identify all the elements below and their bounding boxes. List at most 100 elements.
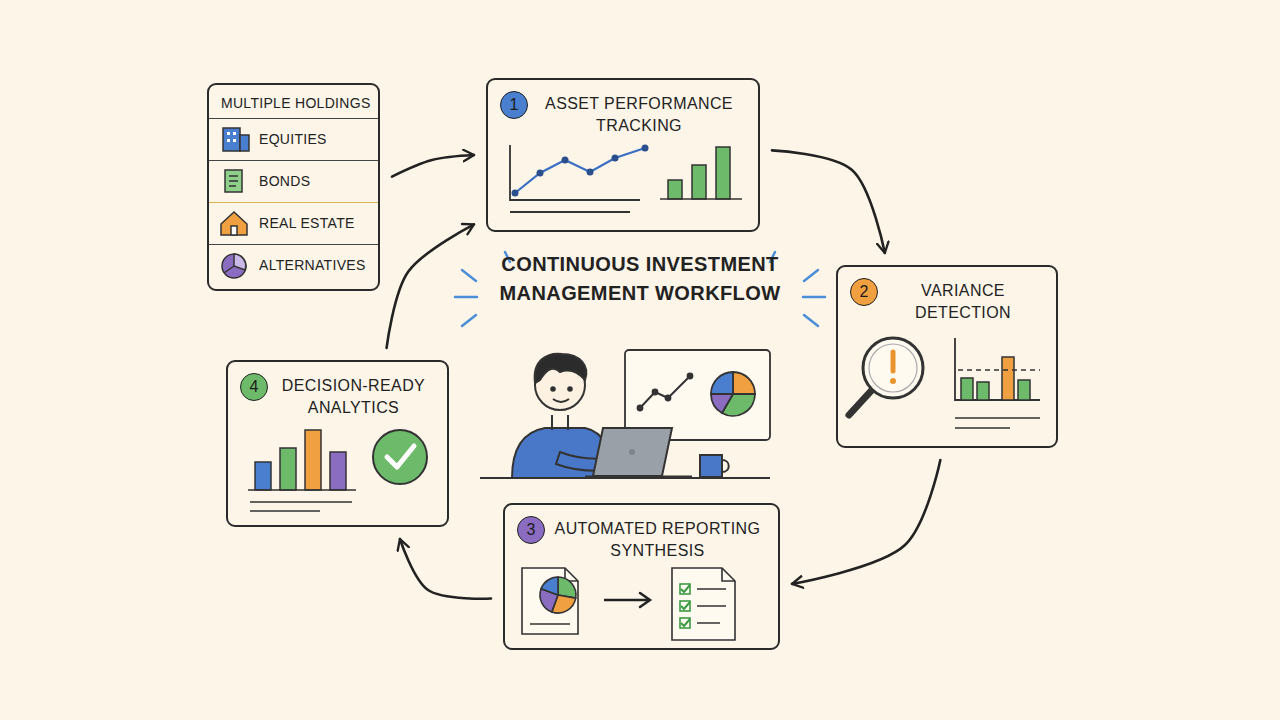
flow-connector: [392, 155, 474, 177]
desk-line: [480, 477, 770, 479]
chart-dot: [512, 145, 649, 197]
variance-chart: [955, 338, 1040, 428]
real-estate-icon: [231, 226, 237, 235]
flow-connector: [400, 539, 491, 599]
report-document: [522, 568, 578, 634]
display-board: [640, 376, 690, 408]
callout-number: 2: [850, 278, 878, 306]
person-figure: [535, 354, 587, 383]
bar-chart: [660, 198, 742, 200]
line-chart: [515, 148, 645, 193]
flow-arrow: [640, 593, 650, 607]
holding-row: ALTERNATIVES: [209, 244, 378, 291]
display-board: [625, 350, 770, 440]
equities-icon: [223, 128, 249, 151]
callout-number: 1: [500, 91, 528, 119]
bar-chart: [668, 180, 682, 199]
process-box: 2VARIANCE DETECTION: [836, 265, 1058, 448]
laptop: [629, 449, 635, 455]
holding-row: EQUITIES: [209, 118, 378, 165]
checklist-document: [681, 585, 690, 626]
laptop: [593, 428, 672, 476]
person-figure: [553, 399, 569, 402]
analytics-chart: [305, 430, 321, 490]
diagram-title: CONTINUOUS INVESTMENT MANAGEMENT WORKFLO…: [485, 250, 795, 308]
analytics-chart: [248, 430, 356, 511]
equities-icon: [233, 139, 236, 142]
laptop: [585, 428, 692, 477]
chart-dot: [587, 169, 594, 176]
equities-icon: [233, 132, 236, 135]
analytics-chart: [330, 452, 346, 490]
display-board: [688, 374, 693, 379]
magnifier-icon: [863, 338, 923, 398]
callout-number: 3: [517, 516, 545, 544]
person-figure: [568, 387, 572, 391]
variance-chart: [1018, 380, 1030, 400]
bonds-icon: [229, 176, 238, 186]
equities-icon: [223, 128, 240, 151]
magnifier-icon: [869, 344, 917, 392]
display-board: [638, 406, 643, 411]
variance-chart: [958, 369, 1040, 371]
magnifier-icon: [890, 378, 896, 384]
equities-icon: [227, 139, 230, 142]
holding-label: ALTERNATIVES: [209, 245, 378, 285]
analytics-chart: [248, 490, 356, 511]
step-title: ASSET PERFORMANCE TRACKING: [488, 80, 758, 137]
alternatives-icon: [222, 254, 246, 278]
holding-row: BONDS: [209, 160, 378, 207]
alternatives-icon: [224, 266, 234, 273]
alternatives-icon: [234, 254, 246, 270]
holdings-panel: MULTIPLE HOLDINGS EQUITIESBONDSREAL ESTAT…: [207, 83, 380, 291]
display-board: [733, 372, 755, 394]
bonds-icon: [225, 170, 242, 192]
bonds-icon: [225, 170, 242, 192]
checklist-document: [697, 589, 726, 623]
holding-row: REAL ESTATE: [209, 202, 378, 249]
process-box: 4DECISION-READY ANALYTICS: [226, 360, 449, 527]
chart-dot: [612, 155, 619, 162]
step-title: DECISION-READY ANALYTICS: [228, 362, 447, 419]
check-badge: [387, 446, 414, 467]
equities-icon: [227, 132, 230, 135]
display-board: [711, 372, 733, 394]
chart-dot: [512, 190, 519, 197]
display-board: [666, 396, 671, 401]
display-board: [711, 394, 733, 413]
line-chart: [510, 211, 630, 213]
chart-dot: [642, 145, 649, 152]
flow-connector: [387, 224, 474, 348]
bar-chart: [716, 147, 730, 199]
mug: [722, 460, 729, 472]
desk-line: [480, 477, 770, 479]
bar-chart: [660, 147, 742, 199]
analytics-chart: [280, 448, 296, 490]
chart-dot: [537, 170, 544, 177]
checklist-document: [672, 568, 735, 640]
check-badge: [373, 430, 427, 484]
sparkle-lines: [803, 270, 825, 326]
panel-heading: MULTIPLE HOLDINGS: [209, 85, 378, 112]
person-figure: [552, 415, 568, 430]
check-badge: [373, 430, 427, 484]
line-chart: [510, 145, 645, 212]
variance-chart: [977, 382, 989, 400]
step-title: VARIANCE DETECTION: [838, 267, 1056, 324]
display-board: [653, 390, 658, 395]
report-document: [522, 568, 578, 634]
variance-chart: [961, 378, 973, 400]
mug: [700, 455, 729, 477]
flow-connector: [772, 150, 885, 253]
variance-chart: [955, 418, 1040, 428]
person-figure: [551, 387, 555, 391]
display-board: [625, 350, 770, 440]
magnifier-icon: [849, 338, 923, 415]
report-document: [530, 623, 570, 625]
chart-dot: [562, 157, 569, 164]
process-box: 1ASSET PERFORMANCE TRACKING: [486, 78, 760, 232]
variance-chart: [1002, 357, 1014, 400]
alternatives-icon: [222, 254, 246, 278]
